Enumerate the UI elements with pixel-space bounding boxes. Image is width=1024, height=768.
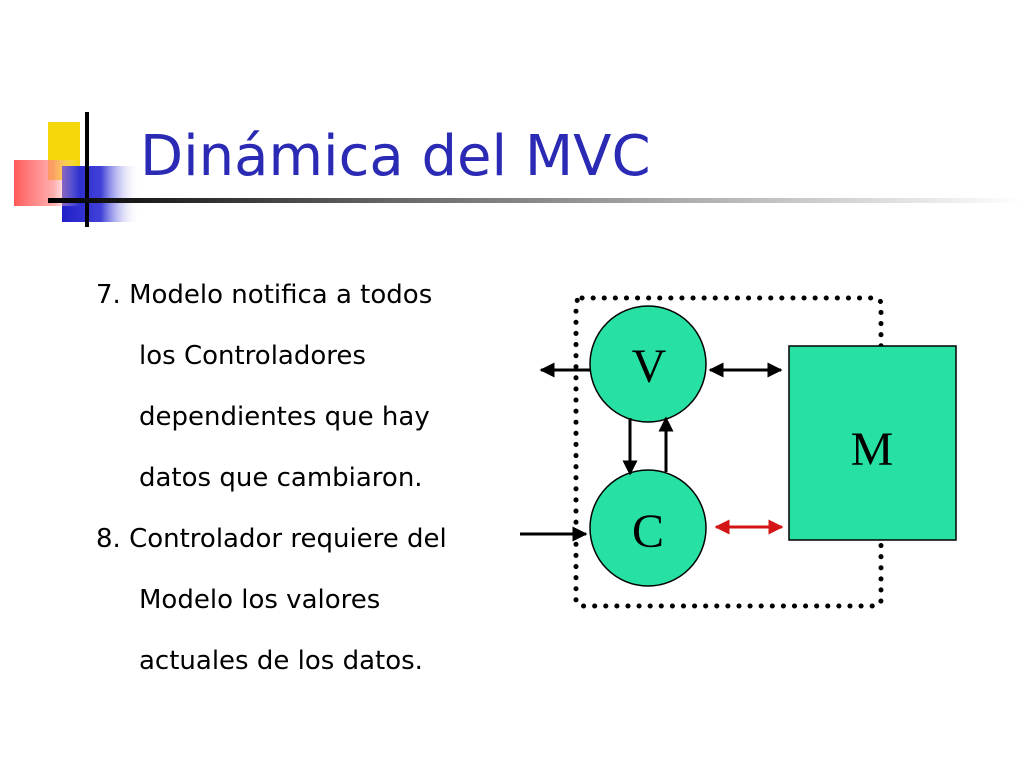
- system-boundary: [573, 295, 884, 609]
- view-label: V: [632, 340, 667, 393]
- step-8-line-1: 8. Controlador requiere del: [96, 524, 447, 554]
- model-box: [788, 345, 957, 541]
- title-underline: [48, 198, 1024, 203]
- step-7-line-3: dependientes que hay: [139, 402, 430, 432]
- step-7-line-1: 7. Modelo notifica a todos: [96, 280, 433, 310]
- controller-label: C: [632, 505, 664, 558]
- logo-vertical-line: [85, 112, 89, 227]
- view-node: [589, 305, 707, 423]
- slide-title: Dinámica del MVC: [140, 124, 651, 189]
- step-8-line-3: actuales de los datos.: [139, 646, 423, 676]
- step-8-line-2: Modelo los valores: [139, 585, 381, 615]
- controller-node: [589, 469, 707, 587]
- step-8: 8. Controlador requiere del Modelo los v…: [96, 516, 516, 699]
- model-label: M: [851, 423, 894, 476]
- steps-list: 7. Modelo notifica a todos los Controlad…: [96, 272, 516, 699]
- step-7-line-2: los Controladores: [139, 341, 366, 371]
- step-7-line-4: datos que cambiaron.: [139, 463, 423, 493]
- step-7: 7. Modelo notifica a todos los Controlad…: [96, 272, 516, 516]
